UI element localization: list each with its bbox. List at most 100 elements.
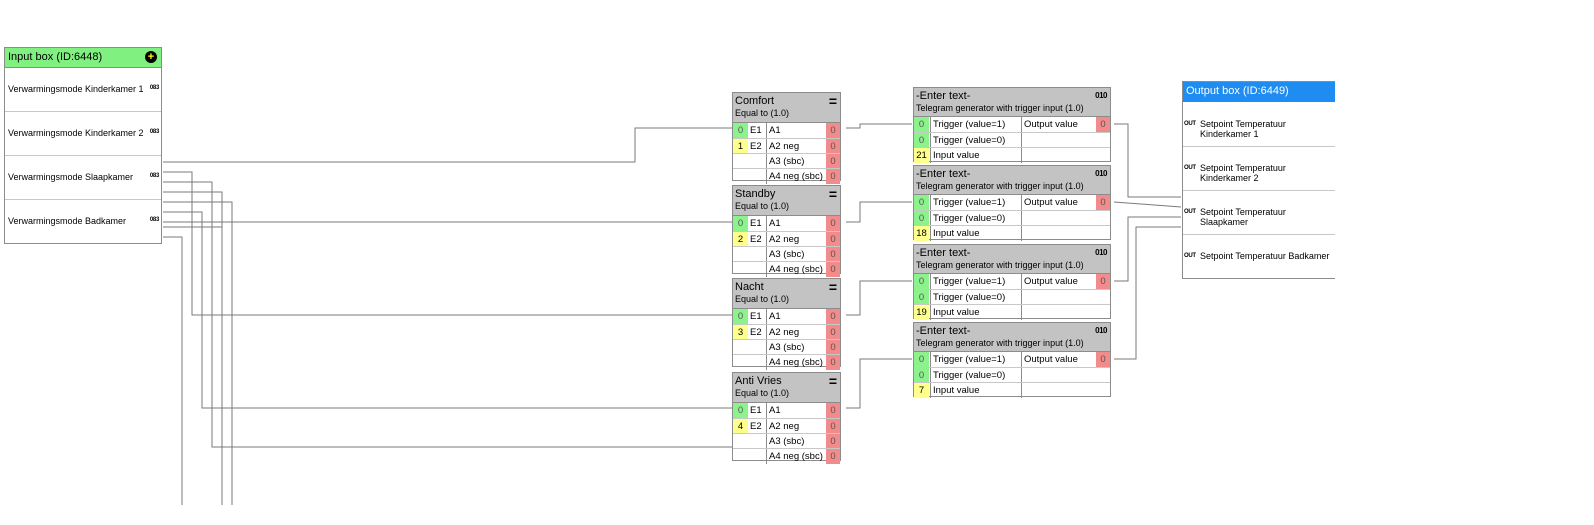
output-label: Output value — [1021, 117, 1096, 132]
port-tag: OUT — [1184, 165, 1196, 171]
e2-value[interactable]: 1 — [733, 139, 748, 154]
e2-value[interactable]: 4 — [733, 419, 748, 434]
output-value[interactable]: 0 — [826, 403, 840, 418]
wire-extra-1 — [163, 181, 732, 448]
compare-row: A4 neg (sbc) 0 — [733, 168, 840, 184]
input-box[interactable]: Input box (ID:6448) + Verwarmingsmode Ki… — [4, 47, 162, 244]
telegram-block-header[interactable]: -Enter text- Telegram generator with tri… — [914, 166, 1110, 195]
telegram-block-header[interactable]: -Enter text- Telegram generator with tri… — [914, 88, 1110, 117]
output-value[interactable]: 0 — [1096, 274, 1110, 289]
wire-antivries-tg4 — [846, 358, 912, 409]
trigger1-row: 0 Trigger (value=1) Output value 0 — [914, 195, 1110, 210]
block-name: -Enter text- — [916, 247, 971, 259]
input-value[interactable]: 18 — [914, 226, 929, 241]
output-label: A2 neg — [766, 325, 826, 340]
input-row: 18 Input value — [914, 225, 1110, 241]
telegram-block[interactable]: -Enter text- Telegram generator with tri… — [913, 87, 1111, 163]
output-value[interactable]: 0 — [826, 169, 840, 184]
output-value[interactable]: 0 — [826, 340, 840, 355]
output-value[interactable]: 0 — [826, 139, 840, 154]
input-label: Input value — [930, 148, 1021, 163]
output-value[interactable]: 0 — [826, 154, 840, 169]
block-name: Nacht — [735, 281, 764, 293]
output-value[interactable]: 0 — [826, 355, 840, 370]
compare-block-header[interactable]: Anti Vries Equal to (1.0) = — [733, 373, 840, 403]
telegram-block-header[interactable]: -Enter text- Telegram generator with tri… — [914, 323, 1110, 352]
add-icon[interactable]: + — [145, 51, 157, 63]
output-box-header[interactable]: Output box (ID:6449) — [1183, 82, 1335, 102]
trigger0-value[interactable]: 0 — [914, 211, 929, 226]
divider — [1021, 133, 1022, 148]
compare-block-header[interactable]: Standby Equal to (1.0) = — [733, 186, 840, 216]
compare-block-header[interactable]: Comfort Equal to (1.0) = — [733, 93, 840, 123]
output-value[interactable]: 0 — [1096, 195, 1110, 210]
divider — [1021, 211, 1022, 226]
output-value[interactable]: 0 — [826, 434, 840, 449]
trigger0-value[interactable]: 0 — [914, 133, 929, 148]
equal-icon: = — [828, 186, 837, 202]
output-value[interactable]: 0 — [826, 309, 840, 324]
trigger1-row: 0 Trigger (value=1) Output value 0 — [914, 274, 1110, 289]
output-value[interactable]: 0 — [1096, 352, 1110, 367]
output-value[interactable]: 0 — [826, 419, 840, 434]
trigger1-value[interactable]: 0 — [914, 274, 929, 289]
e2-value[interactable]: 3 — [733, 325, 748, 340]
port-tag: OUT — [1184, 253, 1196, 259]
telegram-block[interactable]: -Enter text- Telegram generator with tri… — [913, 322, 1111, 398]
wire-standby-tg2 — [846, 201, 912, 223]
output-value[interactable]: 0 — [1096, 117, 1110, 132]
trigger0-value[interactable]: 0 — [914, 368, 929, 383]
output-value[interactable]: 0 — [826, 449, 840, 464]
trigger1-value[interactable]: 0 — [914, 352, 929, 367]
trigger1-value[interactable]: 0 — [914, 117, 929, 132]
trigger0-label: Trigger (value=0) — [930, 133, 1021, 148]
output-value[interactable]: 0 — [826, 216, 840, 231]
input-value[interactable]: 19 — [914, 305, 929, 320]
trigger0-value[interactable]: 0 — [914, 290, 929, 305]
output-item-label: Setpoint Temperatuur Slaapkamer — [1200, 207, 1286, 227]
input-label: Input value — [930, 226, 1021, 241]
telegram-block-header[interactable]: -Enter text- Telegram generator with tri… — [914, 245, 1110, 274]
e1-value[interactable]: 0 — [733, 216, 748, 231]
wire-extra-3 — [163, 201, 233, 505]
input-box-header[interactable]: Input box (ID:6448) + — [5, 48, 161, 68]
output-value[interactable]: 0 — [826, 262, 840, 277]
compare-row: A3 (sbc) 0 — [733, 246, 840, 262]
trigger1-row: 0 Trigger (value=1) Output value 0 — [914, 117, 1110, 132]
telegram-block[interactable]: -Enter text- Telegram generator with tri… — [913, 165, 1111, 241]
input-box-title: Input box (ID:6448) — [8, 51, 103, 63]
compare-block-header[interactable]: Nacht Equal to (1.0) = — [733, 279, 840, 309]
trigger0-label: Trigger (value=0) — [930, 290, 1021, 305]
input-value[interactable]: 21 — [914, 148, 929, 163]
e1-value[interactable]: 0 — [733, 403, 748, 418]
output-value[interactable]: 0 — [826, 325, 840, 340]
output-value[interactable]: 0 — [826, 247, 840, 262]
trigger0-row: 0 Trigger (value=0) — [914, 132, 1110, 148]
input-value[interactable]: 7 — [914, 383, 929, 398]
telegram-block[interactable]: -Enter text- Telegram generator with tri… — [913, 244, 1111, 320]
e2-value[interactable]: 2 — [733, 232, 748, 247]
e1-label: E1 — [750, 125, 762, 136]
trigger1-value[interactable]: 0 — [914, 195, 929, 210]
output-value[interactable]: 0 — [826, 232, 840, 247]
output-value[interactable]: 0 — [826, 123, 840, 138]
e1-value[interactable]: 0 — [733, 309, 748, 324]
input-item-label: Verwarmingsmode Kinderkamer 1 — [8, 84, 144, 94]
e1-value[interactable]: 0 — [733, 123, 748, 138]
